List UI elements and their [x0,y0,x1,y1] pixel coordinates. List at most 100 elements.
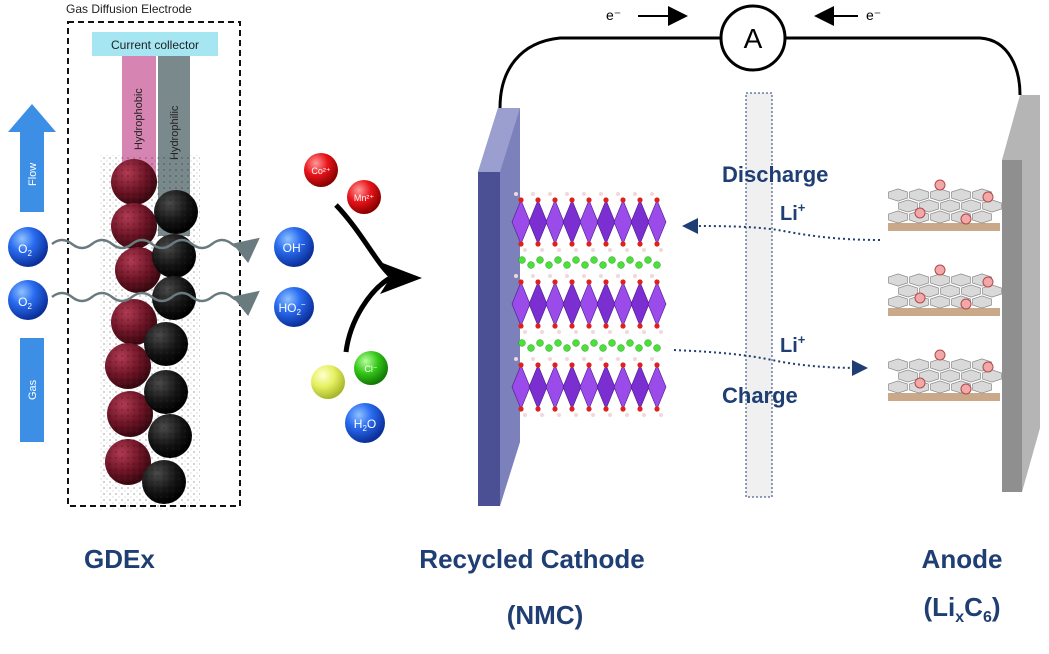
flow-arrow [8,104,56,212]
lithium-atom [960,298,972,310]
octahedron [528,364,548,410]
oxygen-atom [552,279,558,285]
oxygen-atom [654,406,660,412]
graphene-hexagon [951,188,971,202]
lithium-atom [934,179,946,191]
nmc-lithium-layer [518,339,661,352]
li-bottom-label: Li+ [780,332,806,357]
separator [745,92,773,498]
oxygen-atom [518,279,524,285]
hydrogen-atom [642,413,646,417]
graphene-hexagon [930,358,950,372]
graphite-sheet [888,179,1002,231]
octahedron [545,281,565,327]
lithium-atom [914,292,926,304]
hydrogen-atom [591,330,595,334]
lithium-atom [635,261,643,269]
graphene-hexagon [898,284,918,298]
oxygen-atom [603,406,609,412]
hydrogen-atom [514,357,518,361]
graphene-hexagon [930,188,950,202]
cathode-plate-front [478,172,500,506]
octahedron [528,281,548,327]
hydrogen-atom [540,330,544,334]
lithium-atom [644,256,652,264]
lithium-atom [635,344,643,352]
hydrogen-atom [523,330,527,334]
hydrogen-atom [633,192,637,196]
lithium-atom [599,344,607,352]
ammeter [719,4,787,72]
oxygen-atom [569,279,575,285]
oh-label: OH− [283,240,306,255]
lithium-atom [617,261,625,269]
graphene-hexagon [888,295,908,309]
cathode-plate-top [478,108,520,172]
oxygen-atom [637,323,643,329]
graphene-hexagon [972,295,992,309]
lithium-atom [982,361,994,373]
oxygen-atom [535,279,541,285]
gas-arrow-bar [20,338,44,442]
octahedron [579,281,599,327]
graphene-hexagon [972,210,992,224]
yellow-ion [311,365,345,399]
current-collector-label: Current collector [111,38,199,52]
lithium-atom [914,207,926,219]
hydrogen-atom [616,274,620,278]
hydrogen-atom [599,192,603,196]
co-ion-label: Co²⁺ [311,166,331,176]
particle-texture [100,155,200,510]
cl-ion: Cl⁻ [354,351,388,385]
lithium-atom [590,256,598,264]
nmc-metal-oxide-layer [511,357,667,417]
graphene-hexagon [961,284,981,298]
discharge-label: Discharge [722,162,828,187]
oxygen-atom [620,323,626,329]
octahedron [528,199,548,245]
merge-arrow-head [380,262,422,294]
oxygen-atom [518,241,524,247]
oxygen-atom [637,241,643,247]
oxygen-atom [620,241,626,247]
oxygen-atom [654,362,660,368]
cathode-caption-line1: Recycled Cathode [419,544,644,574]
discharge-ion-arrow [682,218,881,241]
graphene-hexagon [888,273,908,287]
graphite-sheet [888,264,1002,316]
lithium-atom [581,344,589,352]
hydrogen-atom [659,413,663,417]
anode-caption-line1: Anode [922,544,1003,574]
lithium-atom [626,256,634,264]
hydrogen-atom [633,274,637,278]
hydrogen-atom [642,330,646,334]
external-circuit-wire [498,36,1022,109]
o2-molecule-top: O2 [8,227,48,267]
hydrogen-atom [625,330,629,334]
hydrogen-atom [616,192,620,196]
hydrogen-atom [582,274,586,278]
graphite-structure [888,179,1002,401]
hydrogen-atom [557,413,561,417]
charge-label: Charge [722,383,798,408]
oxygen-atom [654,241,660,247]
oxygen-atom [586,241,592,247]
oxygen-atom [603,241,609,247]
oxygen-atom [654,279,660,285]
lithium-atom [617,344,625,352]
nmc-lithium-layer [518,256,661,269]
graphene-hexagon [898,199,918,213]
merge-arrow-lower [343,275,392,353]
graphene-hexagon [909,358,929,372]
lithium-atom [518,256,526,264]
o2-molecule-bottom: O2 [8,280,48,320]
lithium-atom [545,261,553,269]
hydrogen-atom [531,274,535,278]
hydrogen-atom [650,192,654,196]
lithium-atom [982,191,994,203]
oxygen-atom [603,362,609,368]
electron-left-label: e⁻ [606,7,621,23]
lithium-atom [644,339,652,347]
water-molecule: H2O [345,403,385,443]
water-label: H2O [354,417,376,433]
